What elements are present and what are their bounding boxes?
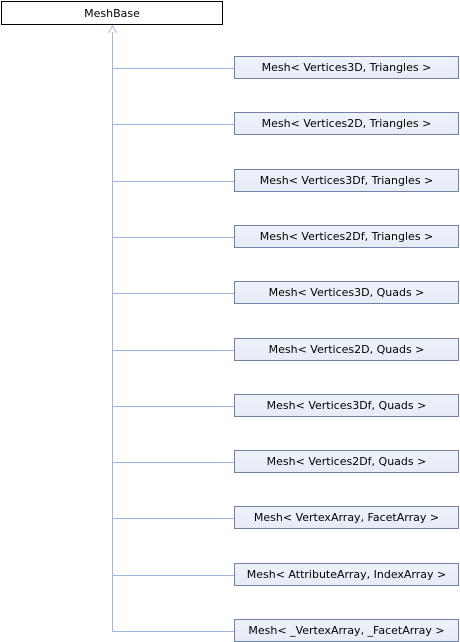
derived-class-label: Mesh< Vertices3D, Triangles > — [261, 61, 432, 74]
derived-class-label: Mesh< Vertices2D, Quads > — [268, 343, 425, 356]
derived-class-node[interactable]: Mesh< Vertices2D, Triangles > — [234, 112, 459, 135]
base-class-label: MeshBase — [84, 6, 140, 20]
derived-class-label: Mesh< Vertices3D, Quads > — [268, 286, 425, 299]
derived-class-node[interactable]: Mesh< Vertices3D, Triangles > — [234, 56, 459, 79]
derived-class-label: Mesh< Vertices2Df, Triangles > — [259, 230, 434, 243]
derived-class-label: Mesh< _VertexArray, _FacetArray > — [248, 624, 445, 637]
derived-class-label: Mesh< Vertices3Df, Triangles > — [259, 174, 434, 187]
derived-class-node[interactable]: Mesh< AttributeArray, IndexArray > — [234, 563, 459, 586]
inheritance-arrowhead — [108, 24, 117, 34]
derived-class-node[interactable]: Mesh< VertexArray, FacetArray > — [234, 506, 459, 529]
derived-class-node[interactable]: Mesh< Vertices2D, Quads > — [234, 338, 459, 361]
derived-class-label: Mesh< Vertices2D, Triangles > — [261, 117, 432, 130]
derived-class-label: Mesh< VertexArray, FacetArray > — [253, 511, 440, 524]
derived-class-label: Mesh< Vertices2Df, Quads > — [266, 455, 427, 468]
derived-class-label: Mesh< AttributeArray, IndexArray > — [246, 568, 447, 581]
derived-class-node[interactable]: Mesh< _VertexArray, _FacetArray > — [234, 619, 459, 642]
derived-class-node[interactable]: Mesh< Vertices2Df, Quads > — [234, 450, 459, 473]
base-class-node[interactable]: MeshBase — [1, 1, 223, 25]
derived-class-node[interactable]: Mesh< Vertices3D, Quads > — [234, 281, 459, 304]
derived-class-node[interactable]: Mesh< Vertices3Df, Quads > — [234, 394, 459, 417]
derived-class-node[interactable]: Mesh< Vertices2Df, Triangles > — [234, 225, 459, 248]
derived-class-label: Mesh< Vertices3Df, Quads > — [266, 399, 427, 412]
derived-class-node[interactable]: Mesh< Vertices3Df, Triangles > — [234, 169, 459, 192]
